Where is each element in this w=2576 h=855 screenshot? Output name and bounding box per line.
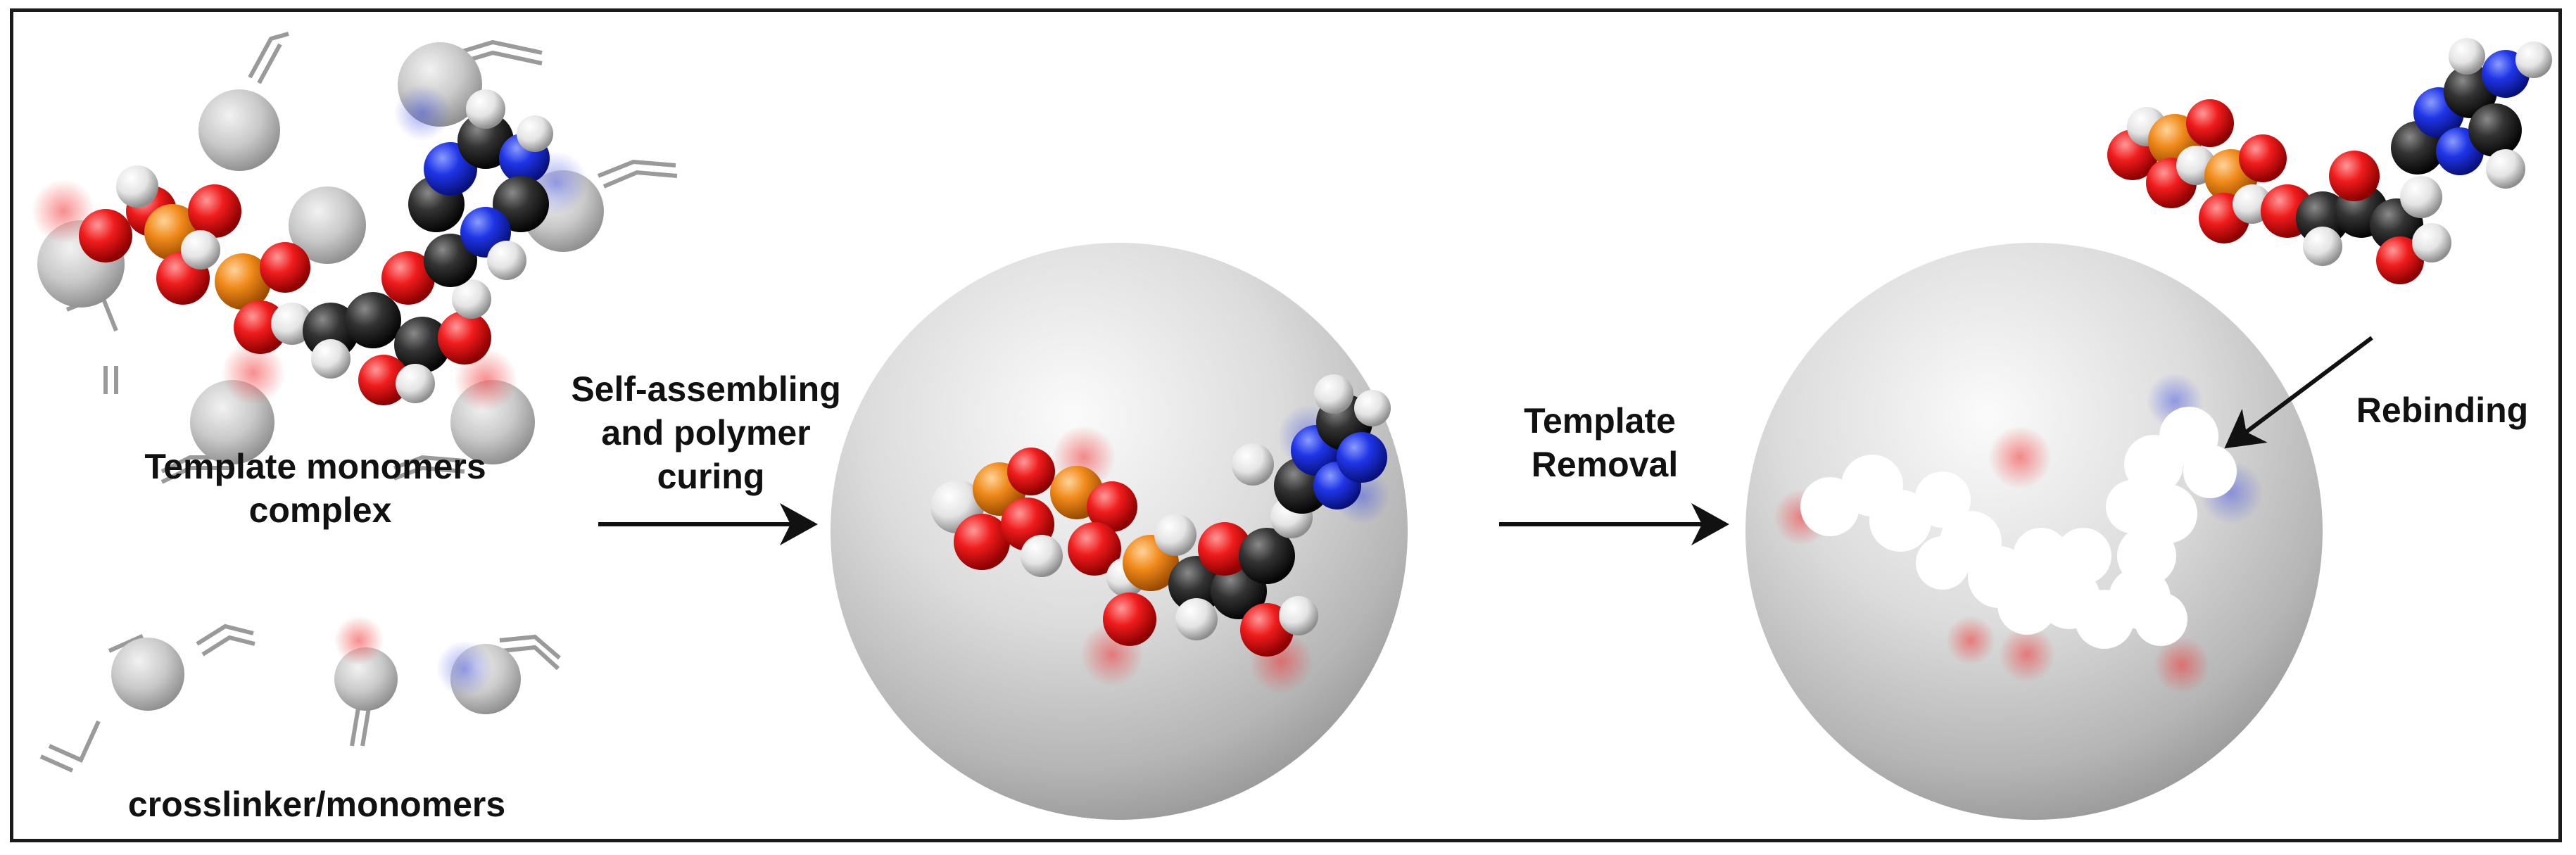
crosslinker-monomers	[39, 616, 561, 773]
imprinted-polymer	[1745, 243, 2323, 820]
rebinding-arrow-icon	[2224, 336, 2373, 449]
step1-label: Self-assembling and polymer curing	[571, 369, 850, 496]
template-monomers-complex	[32, 32, 678, 484]
rebinding-label: Rebinding	[2356, 391, 2528, 430]
imprinted-cavity	[1800, 407, 2237, 649]
polymer-sphere	[831, 243, 1408, 820]
step2-label: Template Removal	[1524, 401, 1686, 484]
bound-template-molecule	[930, 374, 1391, 657]
polymer-with-template	[831, 243, 1408, 820]
free-template-molecule	[2107, 38, 2552, 284]
crosslinker-label: crosslinker/monomers	[128, 785, 505, 824]
complex-label: Template monomers complex	[144, 447, 495, 530]
template-molecule	[79, 89, 553, 405]
vinyl-groups	[65, 32, 678, 484]
